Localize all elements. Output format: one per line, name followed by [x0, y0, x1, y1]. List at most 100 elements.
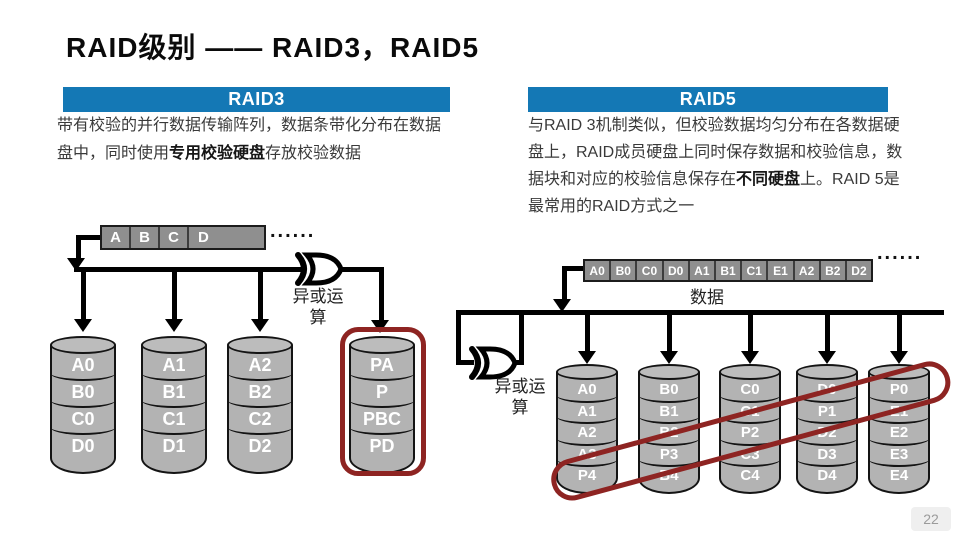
- disk-block-label: PBC: [362, 409, 401, 429]
- disk-block-label: P4: [577, 467, 597, 484]
- disk-separator: [868, 451, 930, 467]
- disk-block-label: C0: [740, 381, 760, 398]
- disk-separator: [868, 430, 930, 446]
- disk-separator: [50, 419, 116, 435]
- disk-top: [141, 336, 207, 354]
- raid5-data-label: 数据: [690, 288, 724, 307]
- disk-separator: [141, 419, 207, 435]
- description-text: 带有校验的并行数据传输阵列，数据条带化分布在数据 盘中，同时使用: [57, 117, 442, 162]
- disk-separator: [50, 392, 116, 408]
- disk-separator: [638, 430, 700, 446]
- disk-separator: [556, 430, 618, 446]
- connector-line: [74, 267, 302, 272]
- xor-label-line1: 异或运: [494, 377, 546, 396]
- connector-line: [456, 310, 461, 365]
- disk-separator: [227, 365, 293, 381]
- disk-top: [796, 364, 858, 380]
- disk-separator: [349, 392, 415, 408]
- disk-block-label: D4: [817, 467, 837, 484]
- strip-cell: A: [102, 227, 131, 248]
- disk-block-label: C3: [740, 445, 760, 463]
- raid3-description: 带有校验的并行数据传输阵列，数据条带化分布在数据 盘中，同时使用专用校验硬盘存放…: [57, 112, 497, 168]
- disk-block-label: B2: [248, 382, 272, 402]
- connector-line: [584, 315, 590, 352]
- disk-separator: [638, 408, 700, 424]
- disk-block-label: E4: [889, 467, 909, 484]
- page-title: RAID级别 —— RAID3，RAID5: [66, 32, 480, 63]
- connector-line: [564, 266, 583, 271]
- disk-separator: [638, 387, 700, 403]
- description-text: 专用校验硬盘: [169, 145, 266, 162]
- disk-separator: [719, 408, 781, 424]
- strip-cell: D2: [851, 263, 867, 278]
- disk-separator: [868, 387, 930, 403]
- raid5-description: 与RAID 3机制类似，但校验数据均匀分布在各数据硬 盘上，RAID成员硬盘上同…: [528, 112, 960, 220]
- disk-separator: [556, 408, 618, 424]
- connector-line: [78, 235, 100, 240]
- connector-line: [519, 310, 524, 365]
- raid3-header-bar: RAID3: [63, 87, 450, 112]
- disk-separator: [719, 387, 781, 403]
- disk-separator: [796, 387, 858, 403]
- disk-block-label: P3: [659, 445, 679, 463]
- arrowhead-icon: [74, 319, 92, 332]
- raid5-xor-label: 异或运 算: [482, 376, 558, 418]
- strip-cell: B2: [821, 261, 847, 280]
- page-number-badge: 22: [911, 507, 951, 531]
- strip-cell: D0: [664, 261, 690, 280]
- disk-top: [50, 336, 116, 354]
- disk-block-label: PD: [369, 436, 395, 456]
- disk-separator: [719, 451, 781, 467]
- disk-block-label: B0: [659, 381, 679, 398]
- disk-separator: [796, 451, 858, 467]
- strip-cell: C0: [637, 261, 664, 280]
- connector-line: [80, 272, 86, 319]
- disk-block-label: P1: [817, 402, 837, 420]
- disk-block-label: B0: [71, 382, 95, 402]
- disk-block-label: A2: [248, 355, 272, 375]
- disk-block-label: C1: [162, 409, 186, 429]
- disk-block-label: B4: [659, 467, 679, 484]
- xor-label-line2: 算: [309, 308, 327, 327]
- disk-block-label: B1: [659, 402, 679, 420]
- disk-separator: [719, 430, 781, 446]
- disk-block-label: P: [375, 382, 388, 402]
- disk-separator: [141, 392, 207, 408]
- connector-line: [666, 315, 672, 352]
- connector-line: [171, 272, 177, 319]
- disk-top: [349, 336, 415, 354]
- strip-cell: A2: [795, 261, 821, 280]
- disk-separator: [349, 419, 415, 435]
- disk-separator: [868, 408, 930, 424]
- arrowhead-icon: [251, 319, 269, 332]
- disk-separator: [796, 430, 858, 446]
- disk-block-label: D3: [817, 445, 837, 463]
- disk-block-label: A0: [577, 381, 597, 398]
- description-text: 不同硬盘: [736, 171, 801, 188]
- connector-line: [824, 315, 830, 352]
- disk-block-label: E2: [889, 424, 909, 441]
- raid3-xor-label: 异或运 算: [280, 286, 356, 328]
- strip-cell: A0: [585, 261, 612, 280]
- disk-separator: [227, 392, 293, 408]
- disk-block-label: E3: [889, 445, 909, 463]
- strip-cell: D: [198, 229, 209, 246]
- strip-cell: A1: [690, 261, 716, 280]
- disk-block-label: A1: [162, 355, 186, 375]
- strip-cell: B1: [716, 261, 743, 280]
- disk-block-label: A0: [71, 355, 95, 375]
- disk-block-label: P2: [740, 424, 760, 441]
- disk-block-label: A1: [577, 402, 597, 420]
- connector-line: [456, 360, 474, 365]
- strip-cell: B0: [611, 261, 638, 280]
- disk-separator: [227, 419, 293, 435]
- disk-block-label: D2: [817, 424, 837, 441]
- connector-line: [338, 267, 384, 272]
- disk-block-label: B2: [659, 424, 679, 441]
- disk-separator: [556, 451, 618, 467]
